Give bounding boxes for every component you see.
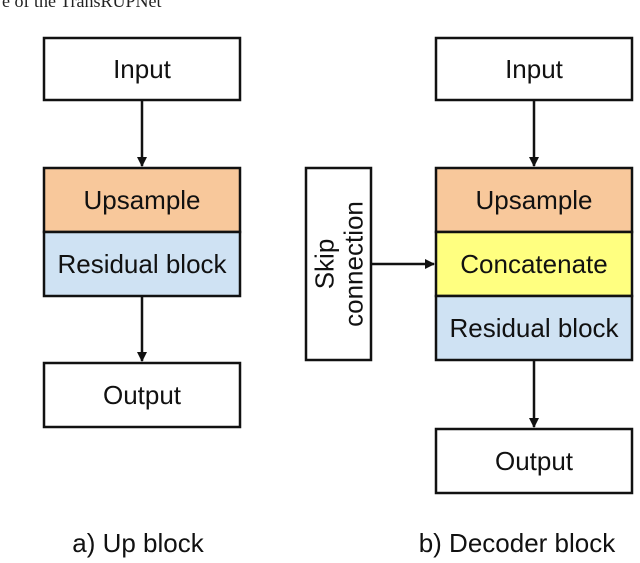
decoder-concatenate-label: Concatenate <box>460 249 607 279</box>
decoder-block: Skip connection Input Upsample Concatena… <box>304 36 634 558</box>
decoder-residual-box <box>434 294 634 362</box>
decoder-block-caption: b) Decoder block <box>419 528 617 558</box>
page-header-fragment: e of the TransRUPNet <box>2 0 162 11</box>
decoder-upsample-label: Upsample <box>475 185 592 215</box>
up-block-upsample-label: Upsample <box>83 185 200 215</box>
decoder-output-label: Output <box>495 446 574 476</box>
decoder-skip-label-line1: Skip <box>310 239 340 290</box>
decoder-input-label: Input <box>505 54 564 84</box>
decoder-upsample-box <box>434 166 634 234</box>
up-block-residual-label: Residual block <box>57 249 227 279</box>
decoder-input-box <box>434 36 634 102</box>
decoder-residual-label: Residual block <box>449 313 619 343</box>
up-block-output-box <box>42 361 242 429</box>
up-block-output-label: Output <box>103 380 182 410</box>
up-block-input-label: Input <box>113 54 172 84</box>
decoder-skip-label-line2: connection <box>339 201 369 327</box>
up-block-caption: a) Up block <box>72 528 204 558</box>
decoder-output-box <box>434 427 634 495</box>
up-block: Input Upsample Residual block Output a) … <box>42 36 242 558</box>
up-block-residual-box <box>42 230 242 298</box>
